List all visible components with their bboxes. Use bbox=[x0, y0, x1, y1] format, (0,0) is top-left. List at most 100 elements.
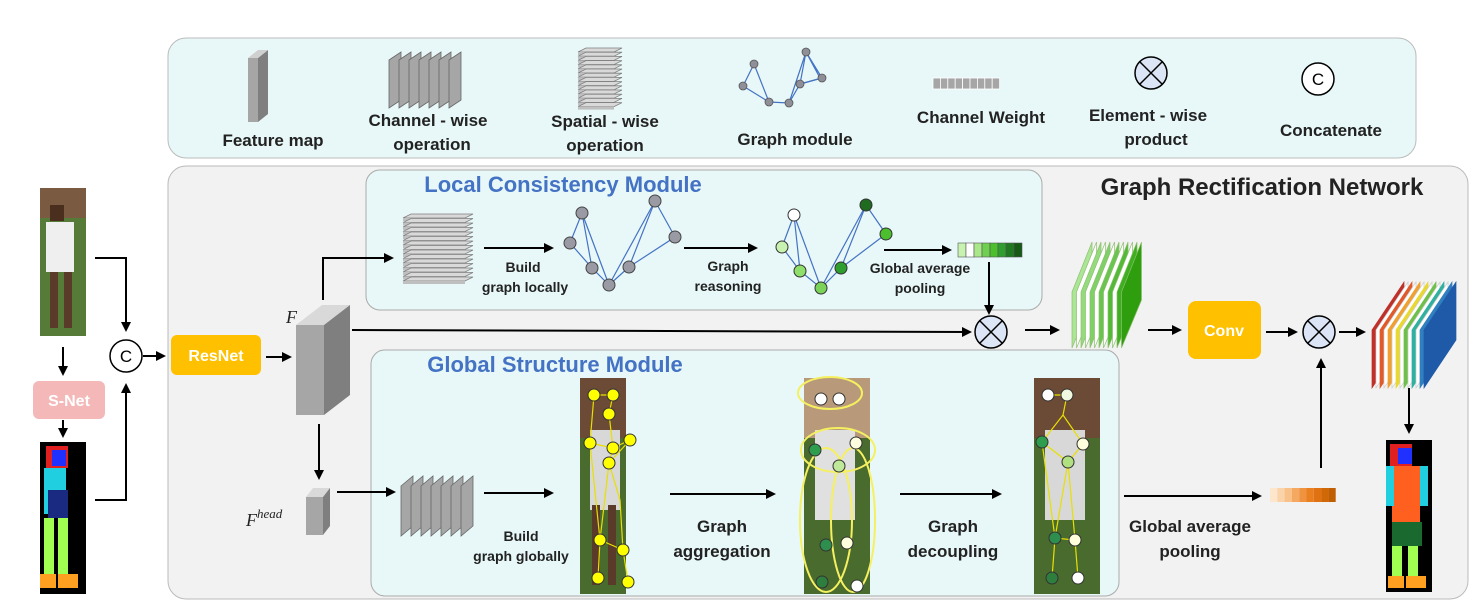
local-spatial-sheet bbox=[402, 267, 474, 273]
spatial-sheet bbox=[577, 89, 623, 95]
fhead-label-sup: head bbox=[257, 506, 283, 521]
local-gap-label-2: pooling bbox=[895, 280, 946, 296]
network-title: Graph Rectification Network bbox=[1101, 174, 1424, 201]
weight-cell bbox=[1291, 488, 1300, 502]
channel-weight-cell bbox=[940, 77, 949, 90]
channel-weight-cell bbox=[977, 77, 986, 90]
spatial-wise-operation-icon bbox=[577, 47, 623, 110]
local-spatial-sheet bbox=[402, 249, 474, 255]
weight-cell bbox=[997, 242, 1007, 258]
spatial-sheet bbox=[577, 102, 623, 107]
arrow-parsing-to-concat bbox=[95, 383, 131, 501]
global-dec-label-2: decoupling bbox=[908, 542, 999, 561]
weight-cell bbox=[1277, 488, 1285, 502]
conv-label: Conv bbox=[1204, 323, 1244, 340]
weight-cell bbox=[1299, 488, 1307, 502]
spatial-sheet bbox=[577, 68, 623, 74]
weight-cell bbox=[1013, 242, 1023, 258]
global-channel-operation-icon bbox=[400, 475, 474, 537]
legend-element-wise-label-2: product bbox=[1124, 130, 1188, 149]
local-reason-label-2: reasoning bbox=[695, 278, 762, 294]
weight-cell bbox=[1313, 488, 1322, 502]
local-spatial-operation-icon bbox=[402, 213, 474, 284]
fhead-label: Fhead bbox=[245, 506, 283, 530]
local-spatial-sheet bbox=[402, 222, 474, 228]
local-spatial-sheet-edge bbox=[403, 281, 465, 284]
spatial-sheet bbox=[577, 72, 623, 78]
f-label: F bbox=[285, 307, 298, 327]
arrow-f-to-product bbox=[351, 326, 972, 337]
rainbow-feature-stack bbox=[1371, 280, 1457, 390]
outer-gap-label-2: pooling bbox=[1159, 542, 1220, 561]
spatial-sheet bbox=[577, 64, 623, 70]
weight-cell bbox=[1284, 488, 1292, 502]
legend-channel-wise-label-2: operation bbox=[393, 135, 470, 154]
local-spatial-sheet bbox=[402, 236, 474, 241]
local-graph-green bbox=[775, 198, 893, 295]
weight-cell bbox=[957, 242, 967, 258]
local-reason-label: Graph bbox=[707, 258, 748, 274]
local-spatial-sheet bbox=[402, 276, 474, 282]
legend-concatenate-label: Concatenate bbox=[1280, 121, 1382, 140]
output-parsing-map bbox=[1386, 440, 1432, 592]
arrow-photo-to-concat bbox=[95, 257, 131, 332]
channel-slab bbox=[448, 51, 462, 109]
green-feature-stack bbox=[1071, 241, 1142, 349]
weight-cell bbox=[1306, 488, 1314, 502]
outer-gap-label: Global average bbox=[1129, 517, 1251, 536]
snet-label: S-Net bbox=[48, 393, 90, 410]
legend-spatial-wise-label-2: operation bbox=[566, 136, 643, 155]
resnet-block: ResNet bbox=[171, 335, 261, 375]
spatial-sheet bbox=[577, 60, 623, 65]
channel-weight-cell bbox=[991, 77, 1001, 90]
channel-weight-cell bbox=[962, 77, 971, 90]
global-channel-slab bbox=[460, 475, 474, 537]
local-graph-gray bbox=[563, 194, 682, 292]
local-spatial-sheet bbox=[402, 231, 474, 237]
spatial-sheet bbox=[577, 77, 623, 82]
channel-weight-cell bbox=[947, 77, 956, 90]
weight-cell bbox=[1321, 488, 1329, 502]
global-build-label-2: graph globally bbox=[473, 548, 569, 564]
local-spatial-sheet bbox=[402, 272, 474, 277]
spatial-sheet bbox=[577, 56, 623, 61]
resnet-label: ResNet bbox=[188, 348, 244, 365]
weight-cell bbox=[1005, 242, 1015, 258]
snet-block: S-Net bbox=[33, 381, 105, 419]
element-wise-product-2 bbox=[1302, 315, 1336, 349]
concatenate-icon: C bbox=[1301, 62, 1335, 96]
legend-channel-weight-label: Channel Weight bbox=[917, 108, 1045, 127]
channel-weight-icon bbox=[932, 77, 1001, 90]
spatial-sheet bbox=[577, 81, 623, 86]
global-channel-weight-vector bbox=[1270, 488, 1336, 502]
spatial-sheet bbox=[577, 93, 623, 99]
global-dec-label: Graph bbox=[928, 517, 978, 536]
spatial-sheet bbox=[577, 51, 623, 57]
green-slab bbox=[1121, 241, 1142, 349]
person-graph-global bbox=[580, 378, 637, 594]
local-build-label: Build bbox=[506, 259, 541, 275]
arrow-f-to-local bbox=[322, 253, 394, 300]
global-agg-label: Graph bbox=[697, 517, 747, 536]
fhead-label-base: F bbox=[245, 510, 258, 530]
legend-channel-wise-label: Channel - wise bbox=[368, 111, 487, 130]
legend-graph-module-label: Graph module bbox=[737, 130, 852, 149]
spatial-sheet-edge bbox=[578, 106, 614, 110]
feature-map-icon bbox=[248, 50, 268, 122]
legend-element-wise-label: Element - wise bbox=[1089, 106, 1207, 125]
weight-cell bbox=[981, 242, 991, 258]
local-build-label-2: graph locally bbox=[482, 279, 569, 295]
person-graph-aggregated bbox=[797, 376, 876, 594]
local-spatial-sheet bbox=[402, 263, 474, 268]
feature-map-f bbox=[296, 305, 350, 415]
channel-weight-cell bbox=[969, 77, 978, 90]
weight-cell bbox=[1270, 488, 1278, 502]
local-spatial-sheet bbox=[402, 245, 474, 250]
conv-block: Conv bbox=[1188, 301, 1261, 359]
rainbow-slab bbox=[1423, 280, 1457, 390]
spatial-sheet bbox=[577, 47, 623, 53]
channel-weight-cell bbox=[932, 77, 941, 90]
concat-node: C bbox=[109, 339, 143, 373]
element-wise-product-1 bbox=[974, 315, 1008, 349]
